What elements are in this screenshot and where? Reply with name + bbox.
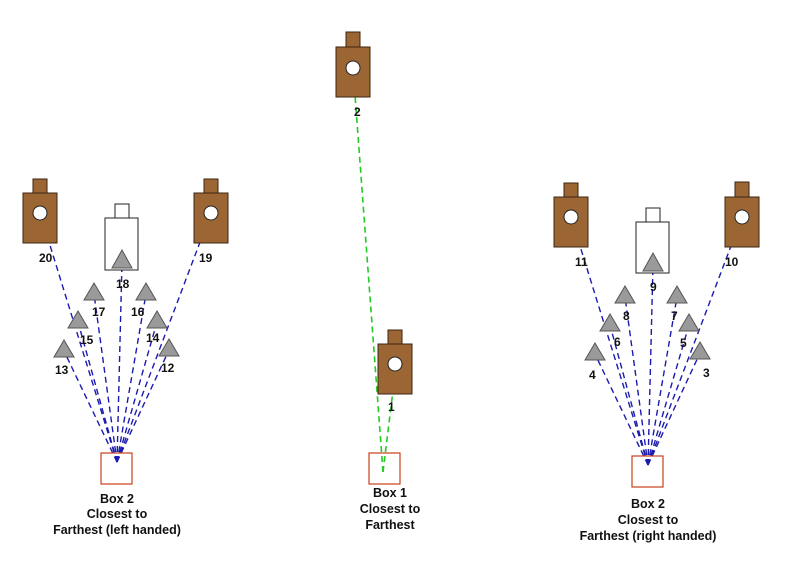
label-noshoot-18: 18 xyxy=(116,277,130,291)
sight-line-green xyxy=(352,67,384,473)
label-paper-10: 10 xyxy=(725,255,739,269)
caption-left-line-1: Box 2 xyxy=(100,492,134,506)
caption-right-line-3: Farthest (right handed) xyxy=(580,529,717,543)
label-popper-17: 17 xyxy=(92,305,106,319)
popper-16 xyxy=(135,282,157,301)
popper-15 xyxy=(67,310,89,329)
sight-line xyxy=(116,293,147,463)
label-paper-1: 1 xyxy=(388,400,395,414)
sight-line xyxy=(93,293,118,463)
popper-4 xyxy=(584,342,606,361)
sight-line xyxy=(39,212,118,463)
sight-line xyxy=(63,350,118,463)
label-popper-16: 16 xyxy=(131,305,145,319)
paper-target-11 xyxy=(553,182,589,248)
sight-line xyxy=(116,261,123,463)
sight-line xyxy=(116,349,170,463)
bay-right: 11 10 9 8 7 6 5 4 3 Box 2 Closest to Far… xyxy=(553,181,760,543)
sight-line xyxy=(116,212,212,463)
shooting-box-right xyxy=(631,455,664,488)
sight-line xyxy=(594,353,649,466)
sight-line xyxy=(647,264,654,466)
popper-14 xyxy=(146,310,168,329)
paper-target-20 xyxy=(22,178,58,244)
popper-12 xyxy=(158,338,180,357)
label-popper-6: 6 xyxy=(614,335,621,349)
caption-left-line-2: Closest to xyxy=(87,507,148,521)
label-popper-15: 15 xyxy=(80,333,94,347)
bay-middle: 2 1 Box 1 Closest to Farthest xyxy=(335,31,421,532)
sight-line xyxy=(647,216,743,466)
label-popper-12: 12 xyxy=(161,361,175,375)
label-paper-2: 2 xyxy=(354,105,361,119)
label-popper-3: 3 xyxy=(703,366,710,380)
popper-9 xyxy=(642,251,664,272)
caption-left-line-3: Farthest (left handed) xyxy=(53,523,181,537)
label-popper-4: 4 xyxy=(589,368,596,382)
sight-line xyxy=(570,216,649,466)
popper-5 xyxy=(678,313,700,332)
popper-8 xyxy=(614,285,636,304)
popper-3 xyxy=(689,341,711,360)
paper-target-19 xyxy=(193,178,229,244)
label-popper-7: 7 xyxy=(671,309,678,323)
caption-middle-line-1: Box 1 xyxy=(373,486,407,500)
sight-lines-left xyxy=(39,212,212,463)
popper-6 xyxy=(599,313,621,332)
paper-target-2 xyxy=(335,31,371,98)
sight-line xyxy=(609,324,649,466)
sight-line-green xyxy=(382,365,397,473)
popper-7 xyxy=(666,285,688,304)
popper-18 xyxy=(111,248,133,269)
sight-line xyxy=(647,324,690,466)
bay-left: 20 19 18 17 16 15 14 13 12 Box 2 Closest… xyxy=(22,178,229,537)
popper-17 xyxy=(83,282,105,301)
sight-line xyxy=(647,352,701,466)
paper-target-10 xyxy=(724,181,760,248)
caption-middle-line-3: Farthest xyxy=(365,518,415,532)
sight-line xyxy=(624,296,649,466)
sight-line xyxy=(77,321,118,463)
caption-middle-line-2: Closest to xyxy=(360,502,421,516)
label-popper-8: 8 xyxy=(623,309,630,323)
caption-right-line-2: Closest to xyxy=(618,513,679,527)
shooting-box-left xyxy=(100,452,133,485)
label-noshoot-9: 9 xyxy=(650,280,657,294)
sight-line xyxy=(647,296,678,466)
label-paper-19: 19 xyxy=(199,251,213,265)
caption-right-line-1: Box 2 xyxy=(631,497,665,511)
paper-target-1 xyxy=(377,329,413,395)
popper-13 xyxy=(53,339,75,358)
label-popper-13: 13 xyxy=(55,363,69,377)
label-paper-11: 11 xyxy=(575,255,588,269)
shooting-box-middle xyxy=(368,452,401,485)
label-popper-14: 14 xyxy=(146,331,160,345)
sight-lines-right xyxy=(570,216,743,466)
sight-line xyxy=(116,321,158,463)
label-popper-5: 5 xyxy=(680,336,687,350)
label-paper-20: 20 xyxy=(39,251,53,265)
